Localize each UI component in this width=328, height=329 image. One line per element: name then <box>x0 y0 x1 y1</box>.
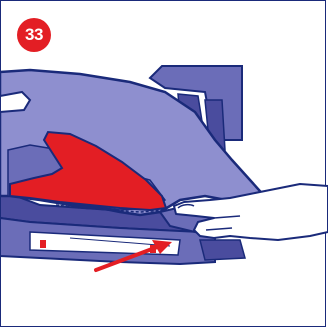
red-insert <box>9 130 168 213</box>
hand-icon <box>173 183 328 241</box>
arrow-up-right-icon <box>94 240 172 272</box>
step-number-badge: 33 <box>17 18 51 52</box>
